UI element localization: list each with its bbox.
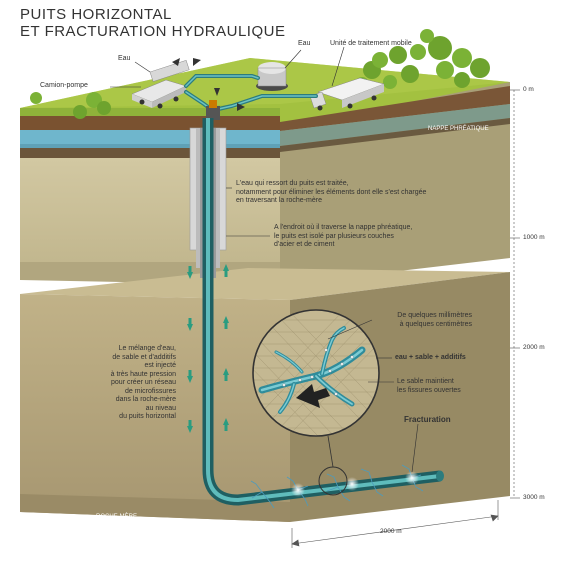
note-millimetres: De quelques millimètres à quelques centi… [368, 312, 472, 329]
note-line: du puits horizontal [119, 413, 176, 420]
note-line: Le sable maintient [397, 378, 454, 385]
note-line: le puits est isolé par plusieurs couches [274, 232, 394, 240]
horizontal-scale [291, 500, 499, 548]
flow-arrows-up [223, 264, 229, 431]
note-line: notamment pour éliminer les éléments don… [236, 188, 427, 196]
soil-layer [20, 116, 280, 130]
note-line: les fissures ouvertes [397, 386, 461, 394]
leader-lines [110, 46, 419, 473]
depth-label-3000: 3000 m [523, 494, 545, 501]
label-unite-traitement: Unité de traitement mobile [330, 40, 412, 47]
label-eau-camion: Eau [118, 55, 131, 62]
flow-arrows-down [187, 266, 193, 433]
note-line: De quelques millimètres [397, 312, 472, 319]
label-eau-top: Eau [298, 40, 311, 47]
note-melange: Le mélange d'eau, de sable et d'additifs… [82, 345, 176, 422]
injection-glows [291, 471, 419, 497]
note-line: Le mélange d'eau, [118, 345, 176, 352]
note-line: à quelques centimètres [399, 320, 472, 328]
sediment-layer [20, 158, 280, 280]
label-fracturation: Fracturation [404, 415, 451, 424]
water-tank-truck [149, 59, 190, 82]
depth-label-1000: 1000 m [523, 234, 545, 241]
note-line: dans la roche-mère [115, 396, 176, 403]
note-line: à très haute pression [110, 370, 176, 378]
flow-direction-arrow [296, 384, 330, 408]
note-line: pour créer un réseau [111, 379, 176, 386]
note-sable-maintient: Le sable maintient les fissures ouvertes [397, 378, 461, 395]
label-roche-mere: ROCHE-MÈRE [96, 514, 138, 520]
horizontal-scale-label: 2000 m [380, 528, 402, 535]
note-puits-horizontal: Le puits horizontal permet de suivre la … [136, 522, 256, 548]
lower-block [20, 268, 510, 522]
depth-label-2000: 2000 m [523, 344, 545, 351]
well-bore [202, 118, 444, 506]
title-line-2: ET FRACTURATION HYDRAULIQUE [20, 23, 286, 40]
note-line: est injecté [144, 362, 176, 369]
surface-pipes [184, 74, 318, 112]
depth-label-0: 0 m [523, 86, 534, 93]
storage-tank [256, 62, 288, 91]
note-line: plusieurs milliers de mètres de long [141, 539, 251, 546]
note-title: Le puits horizontal [164, 522, 228, 529]
title-line-1: PUITS HORIZONTAL [20, 6, 172, 23]
label-eau-sable-additifs: eau + sable + additifs [395, 354, 466, 361]
note-line: L'eau qui ressort du puits est traitée, [236, 180, 349, 187]
depth-scale [510, 89, 520, 499]
note-eau-traitee: L'eau qui ressort du puits est traitée, … [236, 180, 476, 206]
bedrock-front [20, 294, 290, 522]
note-line: en traversant la roche-mère [236, 197, 322, 204]
label-nappe-phreatique: NAPPE PHRÉATIQUE [428, 126, 489, 132]
note-line: A l'endroit où il traverse la nappe phré… [274, 224, 413, 231]
wellhead [206, 100, 220, 120]
note-line: de sable et d'additifs [112, 353, 176, 361]
trees-left [30, 92, 111, 119]
surface-arrows [172, 58, 245, 111]
note-line: permet de suivre la roche-mère sur [141, 530, 251, 538]
pump-truck [131, 79, 187, 109]
note-isole: A l'endroit où il traverse la nappe phré… [274, 224, 454, 250]
label-camion-pompe: Camion-pompe [40, 82, 88, 89]
note-line: de microfissures [125, 387, 176, 395]
treatment-truck [309, 77, 385, 111]
zoom-circle [252, 309, 380, 437]
upper-block [20, 58, 510, 285]
aquifer-layer [20, 130, 280, 146]
note-line: d'acier et de ciment [274, 241, 335, 248]
note-line: au niveau [145, 404, 176, 412]
trees-right [355, 29, 490, 91]
